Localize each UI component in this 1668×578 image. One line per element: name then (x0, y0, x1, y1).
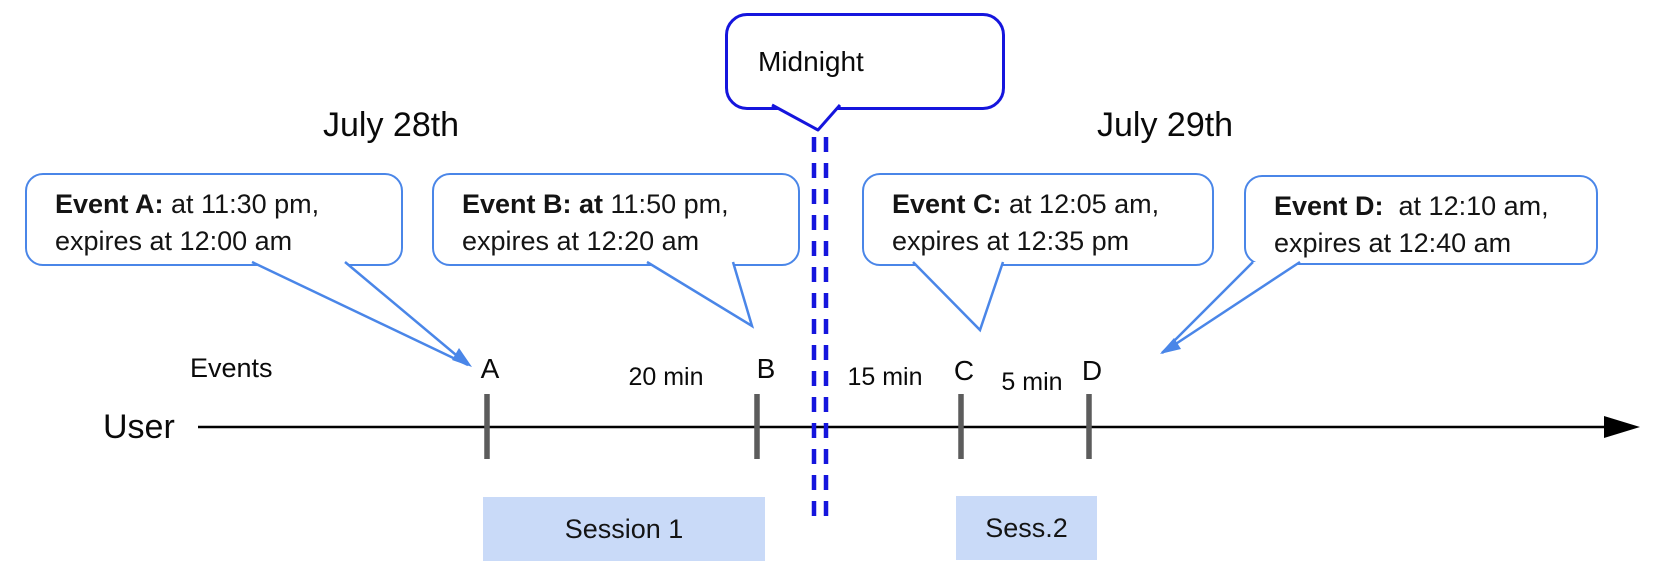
event-callout-d-expiry: expires at 12:40 am (1274, 228, 1512, 258)
midnight-callout: Midnight (725, 13, 1005, 110)
event-callout-a-line1: Event A: at 11:30 pm, (55, 186, 391, 223)
event-callout-d-line1: Event D: at 12:10 am, (1274, 188, 1586, 225)
timeline-arrowhead (1604, 416, 1640, 438)
callout-arrowhead-a (452, 348, 472, 367)
event-callout-c-time: at 12:05 am, (1001, 189, 1160, 219)
event-callout-d-time: at 12:10 am, (1383, 191, 1549, 221)
event-callout-a: Event A: at 11:30 pm, expires at 12:00 a… (25, 173, 403, 266)
session-2-box: Sess.2 (956, 496, 1097, 560)
session-1-label: Session 1 (564, 513, 684, 544)
callout-tail-a (251, 260, 469, 367)
event-callout-c: Event C: at 12:05 am, expires at 12:35 p… (862, 173, 1214, 266)
event-marker-label-c: C (953, 355, 975, 386)
event-callout-d: Event D: at 12:10 am, expires at 12:40 a… (1244, 175, 1598, 265)
session-1-box: Session 1 (483, 497, 765, 561)
callout-arrowhead-d (1160, 338, 1181, 354)
event-callout-b-title: Event B: at (462, 189, 604, 219)
user-row-label: User (103, 408, 175, 446)
events-row-label: Events (190, 353, 273, 383)
event-marker-label-b: B (756, 353, 776, 384)
callout-tail-d (1161, 260, 1301, 355)
date-heading-july-29: July 29th (1097, 106, 1234, 144)
event-callout-c-title: Event C: (892, 189, 1002, 219)
event-callout-b: Event B: at 11:50 pm, expires at 12:20 a… (432, 173, 800, 266)
event-marker-label-a: A (480, 353, 500, 384)
interval-label-20min: 20 min (628, 363, 704, 391)
midnight-label: Midnight (758, 45, 864, 77)
event-callout-a-title: Event A: (55, 189, 164, 219)
event-callout-a-time: at 11:30 pm, (163, 189, 320, 219)
event-marker-label-d: D (1081, 355, 1103, 386)
callout-tail-b (646, 260, 755, 329)
event-callout-b-time: 11:50 pm, (603, 189, 729, 219)
event-callout-b-expiry: expires at 12:20 am (462, 226, 700, 256)
event-callout-b-line1: Event B: at 11:50 pm, (462, 186, 788, 223)
date-heading-july-28: July 28th (323, 106, 460, 144)
event-callout-c-line1: Event C: at 12:05 am, (892, 186, 1202, 223)
interval-label-5min: 5 min (1001, 368, 1063, 396)
event-callout-d-title: Event D: (1274, 191, 1384, 221)
event-callout-c-expiry: expires at 12:35 pm (892, 226, 1130, 256)
interval-label-15min: 15 min (847, 363, 923, 391)
callout-tail-c (912, 261, 1005, 333)
event-callout-a-expiry: expires at 12:00 am (55, 226, 293, 256)
session-2-label: Sess.2 (985, 512, 1068, 543)
